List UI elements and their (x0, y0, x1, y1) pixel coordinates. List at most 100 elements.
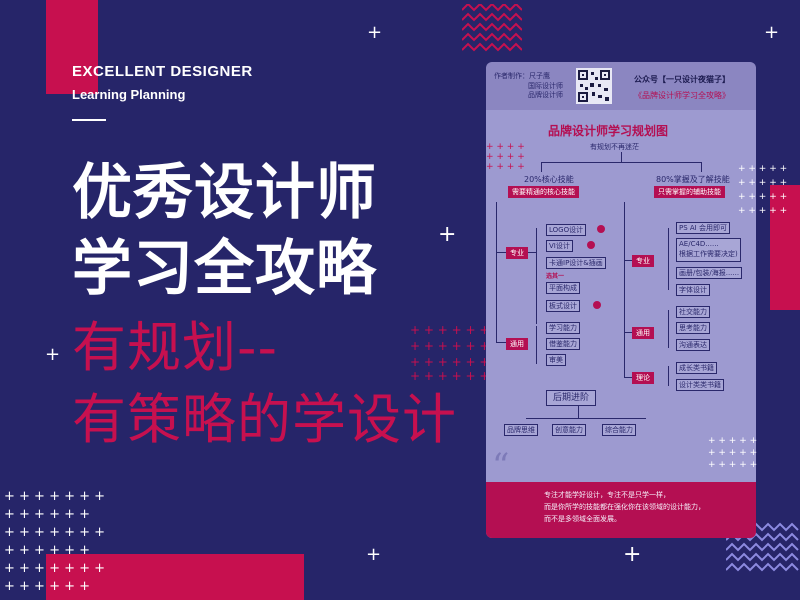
right-heading: 80%掌握及了解技能 (656, 175, 730, 184)
plus-icon: + (764, 22, 780, 43)
plus-grid-pink-card-left: + + + + + + + + + + + + + + + (486, 142, 526, 170)
svg-text:+ + + + +: + + + + + (738, 192, 787, 202)
left-item-ip: 卡通IP设计&插画 (546, 257, 606, 269)
right-general-tag: 通用 (632, 327, 654, 339)
svg-text:+ + + + +: + + + + + (486, 152, 526, 162)
hero-line-3: 有规划-- (72, 316, 278, 379)
left-professional-tag: 专业 (506, 247, 528, 259)
tree-line (624, 202, 625, 377)
badge-icon (597, 225, 605, 233)
left-general-learning: 学习能力 (546, 322, 580, 334)
svg-text:+ + + + +: + + + + + (708, 448, 757, 458)
svg-text:+ + + + +: + + + + + (486, 162, 526, 170)
plus-icon: + (366, 544, 382, 565)
svg-text:+ + + + +: + + + + + (708, 460, 757, 470)
tree-line (496, 202, 497, 342)
planning-card: 作者制作：尺子鹰 国际设计师 品牌设计师 公众号【一只设计夜猫子】 《品牌设计师… (486, 62, 756, 538)
footer-line-1: 专注才能学好设计，专注不是只学一样， (544, 491, 670, 499)
hero-line-2: 学习全攻略 (72, 234, 377, 304)
svg-text:+ + + + +: + + + + + (738, 164, 787, 174)
credit-sub-1: 国际设计师 (528, 82, 563, 90)
svg-text:+ + + + + +: + + + + + + (4, 543, 90, 558)
svg-text:+ + + + +: + + + + + (738, 178, 787, 188)
crimson-block-right (770, 185, 800, 310)
chart-subtitle: 有规划不再迷茫 (590, 143, 639, 151)
svg-text:+ + + + +: + + + + + (708, 436, 757, 446)
chart-title: 品牌设计师学习规划图 (548, 124, 669, 138)
branch-line (621, 152, 622, 162)
right-item-ps-ai: PS AI 会用即可 (676, 222, 730, 234)
badge-icon (587, 241, 595, 249)
left-general-tag: 通用 (506, 338, 528, 350)
choose-one-label: 选其一 (546, 273, 565, 280)
hero-line-4: 有策略的学设计 (72, 388, 457, 451)
tree-line (624, 332, 636, 333)
chart-background (486, 110, 756, 482)
crimson-block-top-left (46, 0, 98, 94)
badge-icon (593, 301, 601, 309)
zigzag-decoration-bottom (726, 522, 799, 572)
left-tag: 需要精通的核心技能 (508, 186, 579, 198)
branch-line (701, 162, 702, 172)
left-item-layout: 板式设计 (546, 300, 580, 312)
plus-icon: + (438, 222, 457, 247)
card-footer: 专注才能学好设计，专注不是只学一样， 而是你所学的技能都在强化你在该领域的设计能… (486, 482, 756, 538)
left-heading: 20%核心技能 (524, 175, 574, 184)
svg-text:+ + + + + +: + + + + + + (410, 355, 489, 369)
account-label: 公众号【一只设计夜猫子】 (634, 75, 730, 84)
plus-icon: + (623, 542, 642, 567)
plus-grid-card-bottom: + + + + + + + + + + + + + + + (708, 436, 757, 470)
right-professional-tag: 专业 (632, 255, 654, 267)
plus-icon: + (367, 22, 383, 43)
footer-line-2: 而是你所学的技能都在强化你在该领域的设计能力， (544, 503, 705, 511)
tree-line (624, 377, 636, 378)
plus-grid-pink-decoration: + + + + + + + + + + + + + + + + + + + + … (410, 323, 489, 382)
header-title: EXCELLENT DESIGNER (72, 63, 253, 80)
left-general-aesthetic: 审美 (546, 354, 566, 366)
hero-line-1: 优秀设计师 (72, 158, 377, 228)
svg-text:+ + + + + +: + + + + + + (410, 339, 489, 353)
svg-text:+ + + + + +: + + + + + + (4, 579, 90, 594)
svg-text:+ + + + + +: + + + + + + (410, 323, 489, 337)
tree-line (624, 260, 636, 261)
tree-line (668, 228, 669, 290)
plus-grid-decoration: + + + + + + + + + + + + + + + + + + + + … (4, 489, 105, 594)
right-item-print: 画册/包装/海报...... (676, 267, 743, 279)
right-item-font: 字体设计 (676, 284, 710, 296)
svg-text:+ + + + + + +: + + + + + + + (4, 561, 105, 576)
tree-line (668, 366, 669, 386)
tree-line (578, 406, 579, 418)
later-title: 后期进阶 (546, 390, 597, 406)
tree-line (526, 418, 646, 419)
tree-line (536, 228, 537, 324)
theory-growth-books: 成长类书籍 (676, 362, 717, 374)
later-creativity: 创意能力 (552, 424, 586, 436)
credit-sub-2: 品牌设计师 (528, 91, 563, 99)
svg-text:+ + + + +: + + + + + (738, 206, 787, 216)
header-subtitle: Learning Planning (72, 87, 186, 102)
right-general-communication: 沟通表达 (676, 339, 710, 351)
svg-text:+ + + + + +: + + + + + + (410, 369, 489, 382)
right-general-thinking: 思考能力 (676, 322, 710, 334)
footer-line-3: 而不是多领域全面发展。 (544, 515, 621, 523)
tree-line (496, 252, 508, 253)
branch-line (541, 162, 701, 163)
later-brand-thinking: 品牌思维 (504, 424, 538, 436)
tree-line (536, 326, 537, 364)
plus-icon: + (45, 344, 61, 365)
theory-tag: 理论 (632, 372, 654, 384)
quote-icon: “ (492, 446, 510, 486)
left-item-composition: 平面构成 (546, 282, 580, 294)
qr-code-icon (576, 68, 612, 104)
svg-text:+ + + + + +: + + + + + + (4, 507, 90, 522)
account-title: 《品牌设计师学习全攻略》 (634, 91, 730, 100)
plus-grid-card-right: + + + + + + + + + + + + + + + + + + + + (738, 164, 787, 216)
svg-text:+ + + + +: + + + + + (486, 142, 526, 152)
tree-line (528, 252, 536, 253)
zigzag-decoration-top (462, 4, 522, 52)
left-item-vi: VI设计 (546, 240, 573, 252)
credit-label: 作者制作：尺子鹰 (494, 72, 550, 80)
right-tag: 只需掌握的辅助技能 (654, 186, 725, 198)
tree-line (496, 342, 508, 343)
crimson-block-bottom-left (46, 554, 304, 600)
